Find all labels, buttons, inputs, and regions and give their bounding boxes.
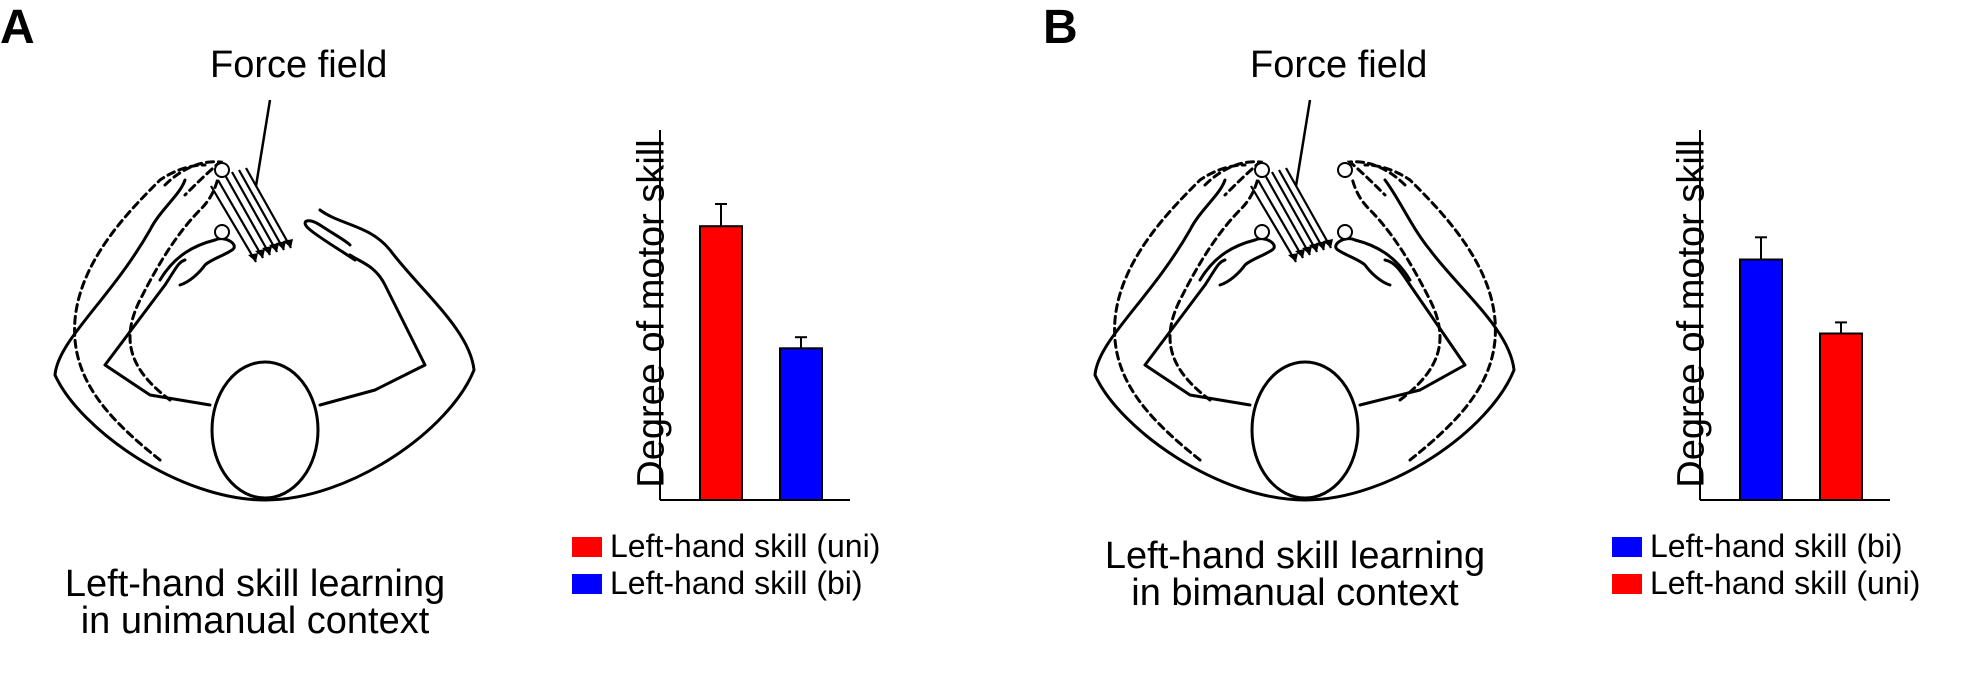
panel-b-force-field-label: Force field bbox=[1250, 44, 1428, 86]
panel-a-caption: Left-hand skill learning in unimanual co… bbox=[45, 563, 465, 642]
panel-a-ylabel: Degree of motor skill bbox=[630, 139, 673, 488]
legend-label: Left-hand skill (bi) bbox=[610, 565, 863, 601]
panel-a-illustration bbox=[53, 99, 476, 502]
panel-a-chart bbox=[659, 130, 850, 501]
left-arm bbox=[103, 258, 212, 407]
panel-a-caption-line1: Left-hand skill learning bbox=[64, 563, 446, 605]
head bbox=[1250, 360, 1360, 500]
target-circle-right-upper bbox=[1337, 162, 1353, 178]
panel-a-letter: A bbox=[0, 1, 35, 54]
legend-label: Left-hand skill (uni) bbox=[610, 528, 881, 564]
bar bbox=[1739, 258, 1783, 501]
legend-swatch-blue bbox=[1612, 536, 1642, 557]
legend-item: Left-hand skill (uni) bbox=[1612, 565, 1920, 602]
target-circle-upper bbox=[214, 162, 230, 178]
left-hand bbox=[1198, 237, 1276, 287]
right-hand bbox=[1334, 237, 1412, 287]
legend-swatch-blue bbox=[572, 573, 602, 594]
panel-b-ylabel: Degree of motor skill bbox=[1670, 139, 1713, 488]
force-field-pointer bbox=[254, 99, 272, 187]
panel-b-caption: Left-hand skill learning in bimanual con… bbox=[1085, 535, 1505, 614]
panel-b-caption-line2: in bimanual context bbox=[1131, 572, 1459, 614]
legend-swatch-red bbox=[1612, 573, 1642, 594]
force-field-pointer bbox=[1294, 99, 1312, 187]
force-field-arrows bbox=[210, 167, 292, 263]
panel-a-force-field-label: Force field bbox=[210, 44, 388, 86]
right-arm bbox=[318, 253, 427, 407]
legend-item: Left-hand skill (bi) bbox=[1612, 528, 1920, 565]
left-hand bbox=[158, 237, 236, 287]
torso-outline bbox=[53, 178, 267, 502]
right-arm bbox=[1358, 258, 1467, 407]
force-field-arrows bbox=[1250, 167, 1332, 263]
panel-a-caption-line2: in unimanual context bbox=[80, 600, 430, 642]
panel-b-caption-line1: Left-hand skill learning bbox=[1104, 535, 1486, 577]
panel-b-chart bbox=[1699, 130, 1890, 501]
target-circle-right-lower bbox=[1337, 224, 1353, 240]
panel-a-legend: Left-hand skill (uni) Left-hand skill (b… bbox=[572, 528, 880, 602]
right-arm-dashed bbox=[1363, 163, 1497, 462]
head bbox=[210, 360, 320, 500]
target-circle-left-upper bbox=[1254, 162, 1270, 178]
left-arm-dashed bbox=[73, 163, 207, 462]
right-hand bbox=[303, 219, 357, 262]
legend-item: Left-hand skill (uni) bbox=[572, 528, 880, 565]
legend-swatch-red bbox=[572, 536, 602, 557]
legend-label: Left-hand skill (bi) bbox=[1650, 528, 1903, 564]
legend-label: Left-hand skill (uni) bbox=[1650, 565, 1921, 601]
legend-item: Left-hand skill (bi) bbox=[572, 565, 880, 602]
target-circle-left-lower bbox=[1254, 224, 1270, 240]
bar bbox=[1819, 332, 1863, 501]
panel-b-illustration bbox=[1093, 99, 1516, 502]
bar bbox=[779, 347, 823, 501]
left-hand-dashed bbox=[163, 160, 224, 197]
left-arm bbox=[1143, 258, 1252, 407]
bar bbox=[699, 225, 743, 501]
panel-b-letter: B bbox=[1043, 1, 1078, 54]
target-circle-lower bbox=[214, 224, 230, 240]
panel-b-legend: Left-hand skill (bi) Left-hand skill (un… bbox=[1612, 528, 1920, 602]
